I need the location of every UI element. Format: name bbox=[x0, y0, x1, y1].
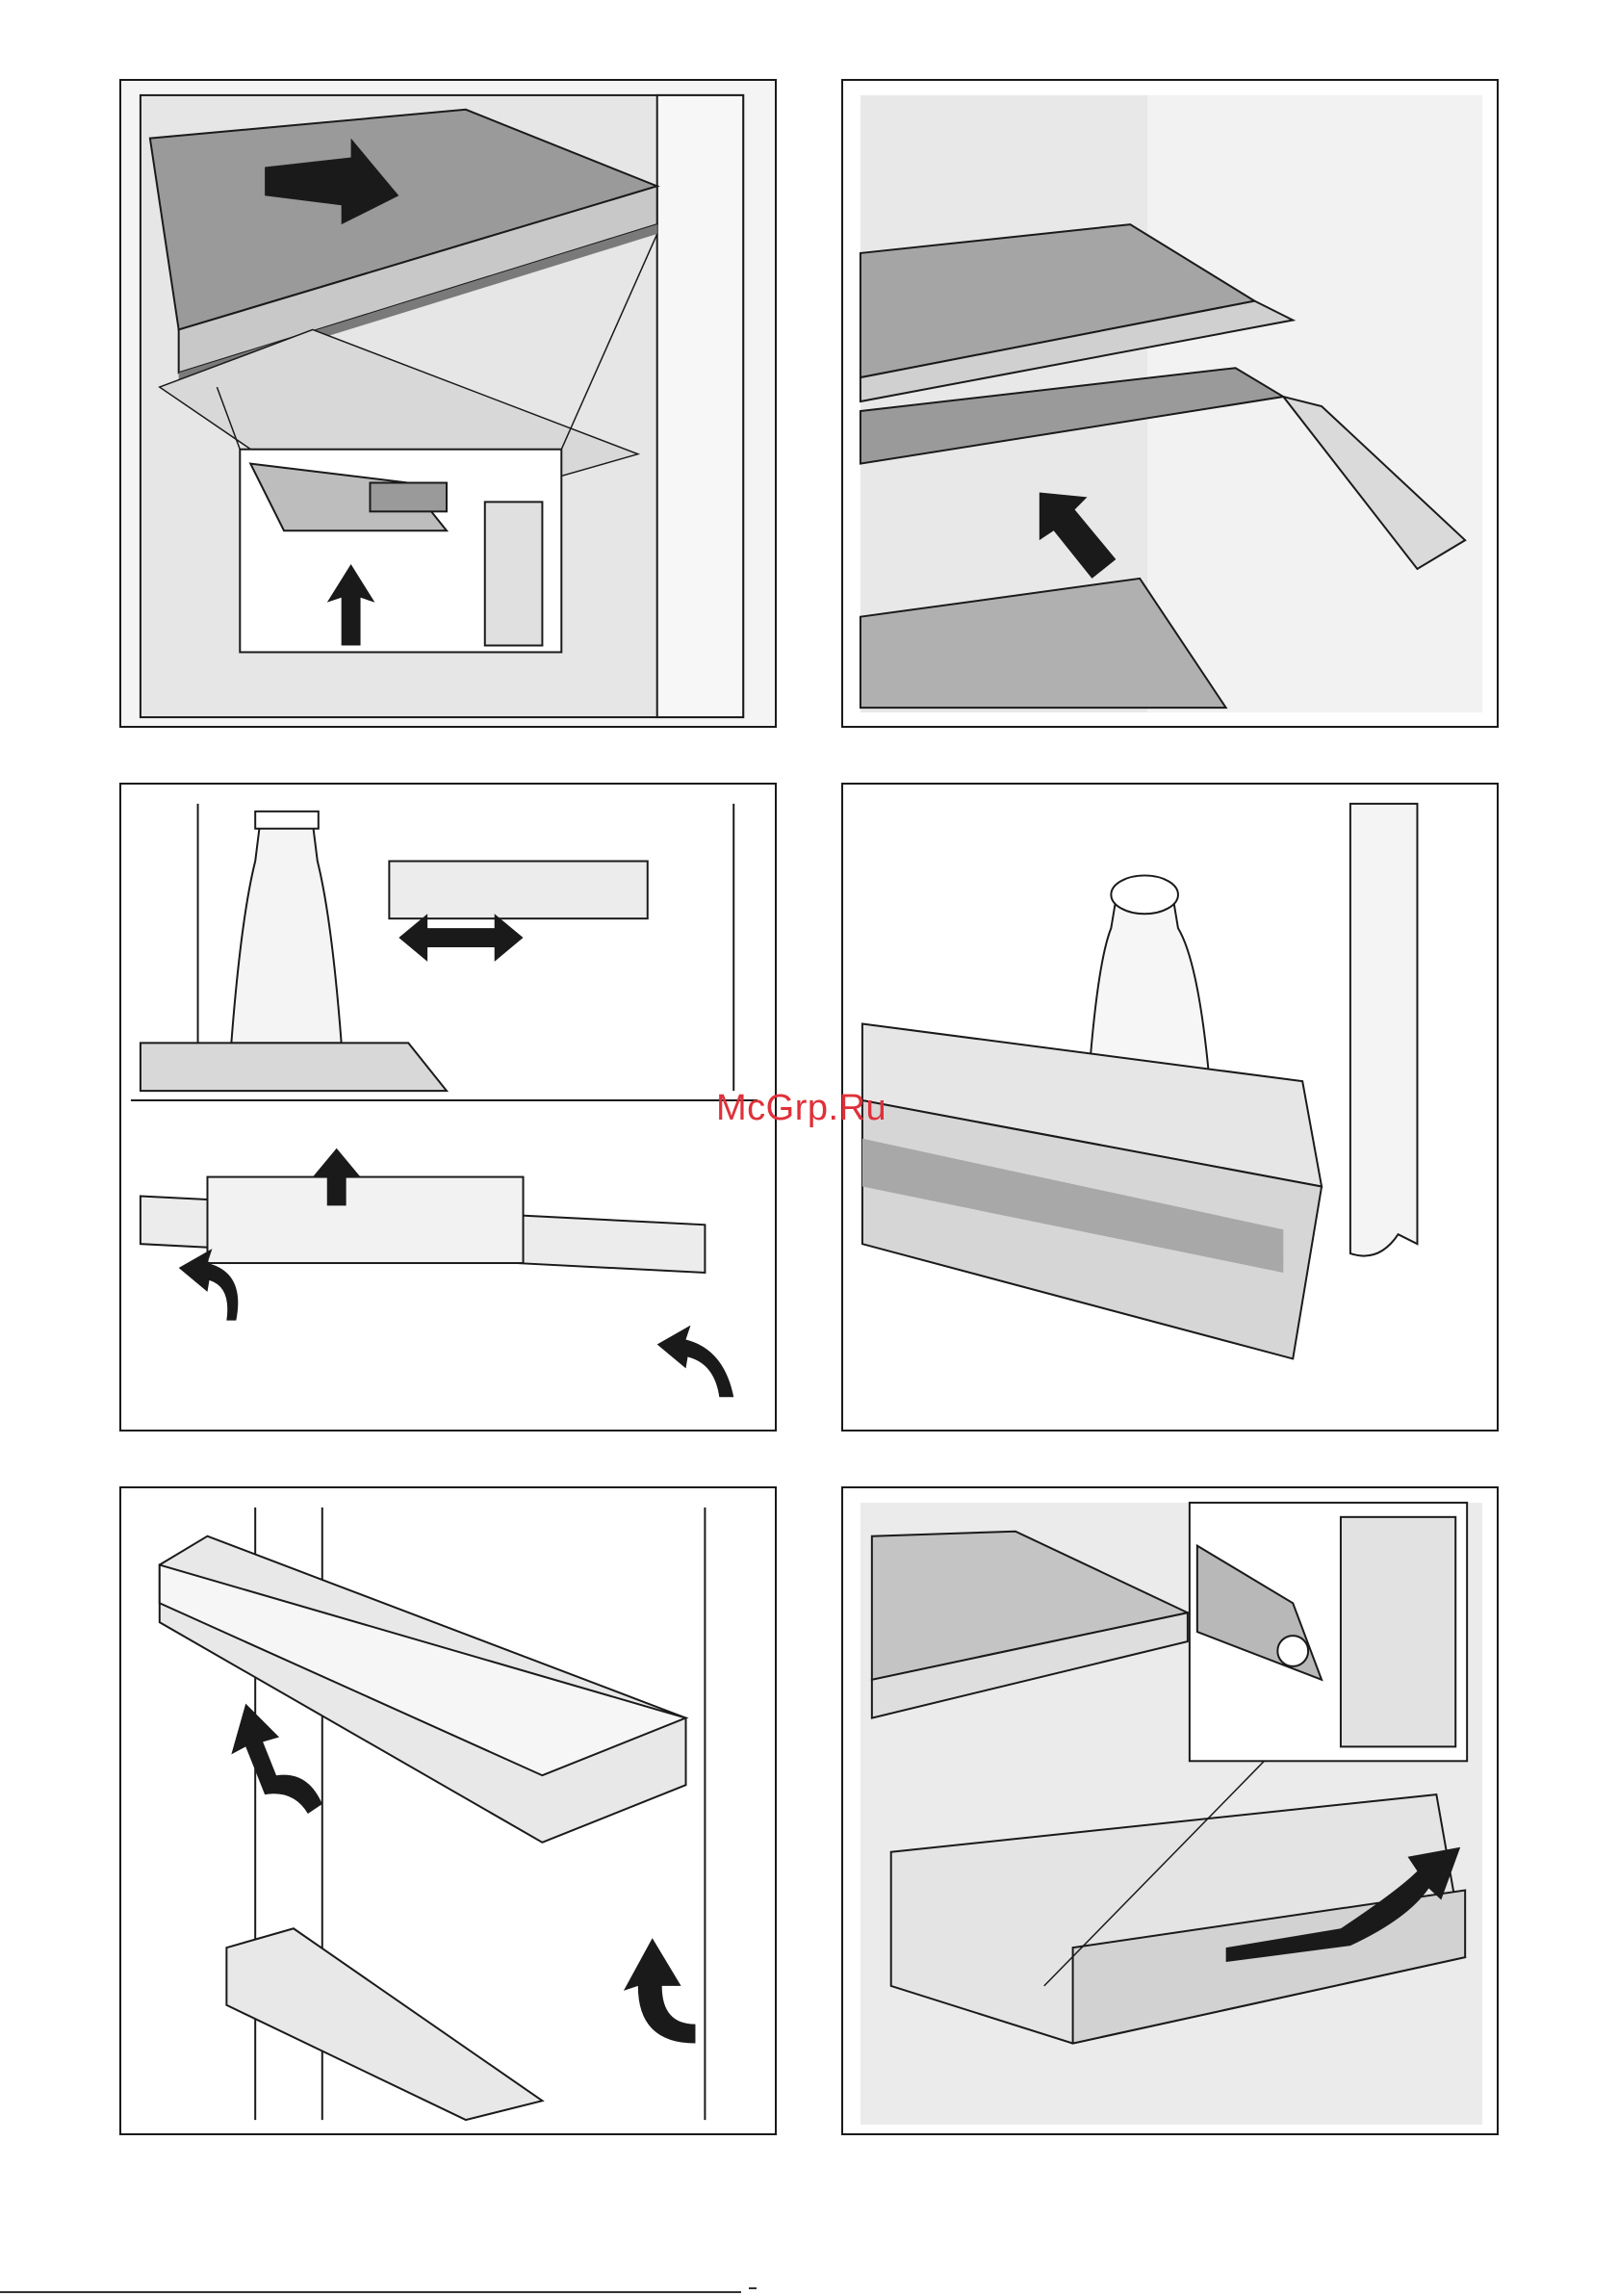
drawer-drawing bbox=[843, 1488, 1497, 2133]
shelf-insert-drawing bbox=[843, 81, 1497, 726]
door-rack-drawing bbox=[121, 1488, 775, 2133]
illustration-door-bottle-shelf bbox=[841, 783, 1499, 1432]
illustration-shelf-insert bbox=[841, 79, 1499, 728]
shelf-removal-drawing bbox=[121, 81, 775, 726]
footer-divider bbox=[0, 2291, 741, 2293]
illustration-door-rack-removal bbox=[119, 1486, 777, 2135]
watermark-text: McGrp.Ru bbox=[716, 1088, 886, 1129]
door-shelf-drawing bbox=[843, 785, 1497, 1430]
bottle-holder-drawing bbox=[121, 785, 775, 1430]
illustration-bottle-holder-adjust bbox=[119, 783, 777, 1432]
footer-mark bbox=[749, 2287, 757, 2289]
illustration-shelf-removal bbox=[119, 79, 777, 728]
illustration-drawer-removal bbox=[841, 1486, 1499, 2135]
